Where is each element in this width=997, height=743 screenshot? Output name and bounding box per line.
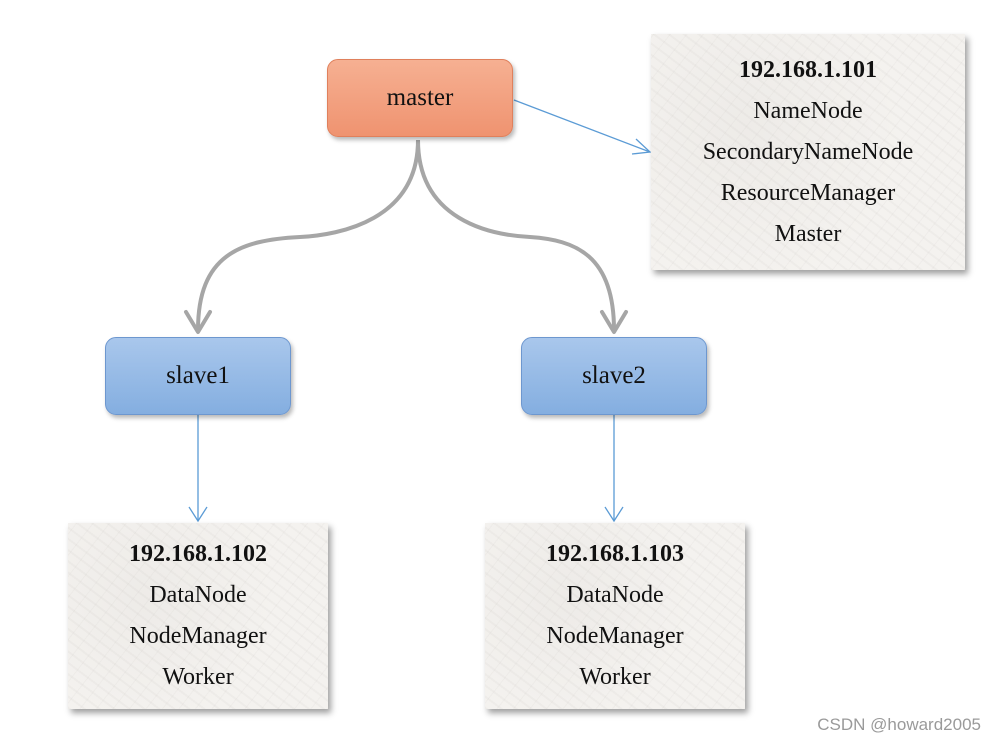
slave1-role: Worker <box>162 664 234 690</box>
slave2-role: NodeManager <box>546 623 684 649</box>
master-slave2-link <box>416 139 616 331</box>
master-info-card: 192.168.1.101 NameNode SecondaryNameNode… <box>651 34 965 270</box>
slave1-node: slave1 <box>105 337 291 415</box>
slave1-info-card: 192.168.1.102 DataNode NodeManager Worke… <box>68 523 328 709</box>
slave1-role: DataNode <box>149 582 247 608</box>
master-role: SecondaryNameNode <box>702 138 914 165</box>
master-ip: 192.168.1.101 <box>739 56 877 83</box>
slave2-node: slave2 <box>521 337 707 415</box>
master-slave1-link <box>196 139 420 331</box>
slave1-card-arrowhead <box>188 506 208 523</box>
slave2-role: Worker <box>579 664 651 690</box>
slave2-card-arrowhead <box>604 506 624 523</box>
master-card-arrowhead <box>631 138 652 155</box>
slave1-node-label: slave1 <box>166 362 230 389</box>
slave1-role: NodeManager <box>129 623 267 649</box>
master-node: master <box>327 59 513 137</box>
master-node-label: master <box>386 84 454 111</box>
master-role: NameNode <box>753 97 863 124</box>
master-card-link <box>513 99 651 153</box>
slave1-arrowhead <box>184 310 212 334</box>
slave2-role: DataNode <box>566 582 664 608</box>
master-role: Master <box>774 220 842 247</box>
slave1-ip: 192.168.1.102 <box>129 541 267 567</box>
watermark: CSDN @howard2005 <box>817 715 981 734</box>
master-role: ResourceManager <box>720 179 896 206</box>
slave2-info-card: 192.168.1.103 DataNode NodeManager Worke… <box>485 523 745 709</box>
slave2-arrowhead <box>600 310 628 334</box>
slave2-node-label: slave2 <box>582 362 646 389</box>
slave2-ip: 192.168.1.103 <box>546 541 684 567</box>
